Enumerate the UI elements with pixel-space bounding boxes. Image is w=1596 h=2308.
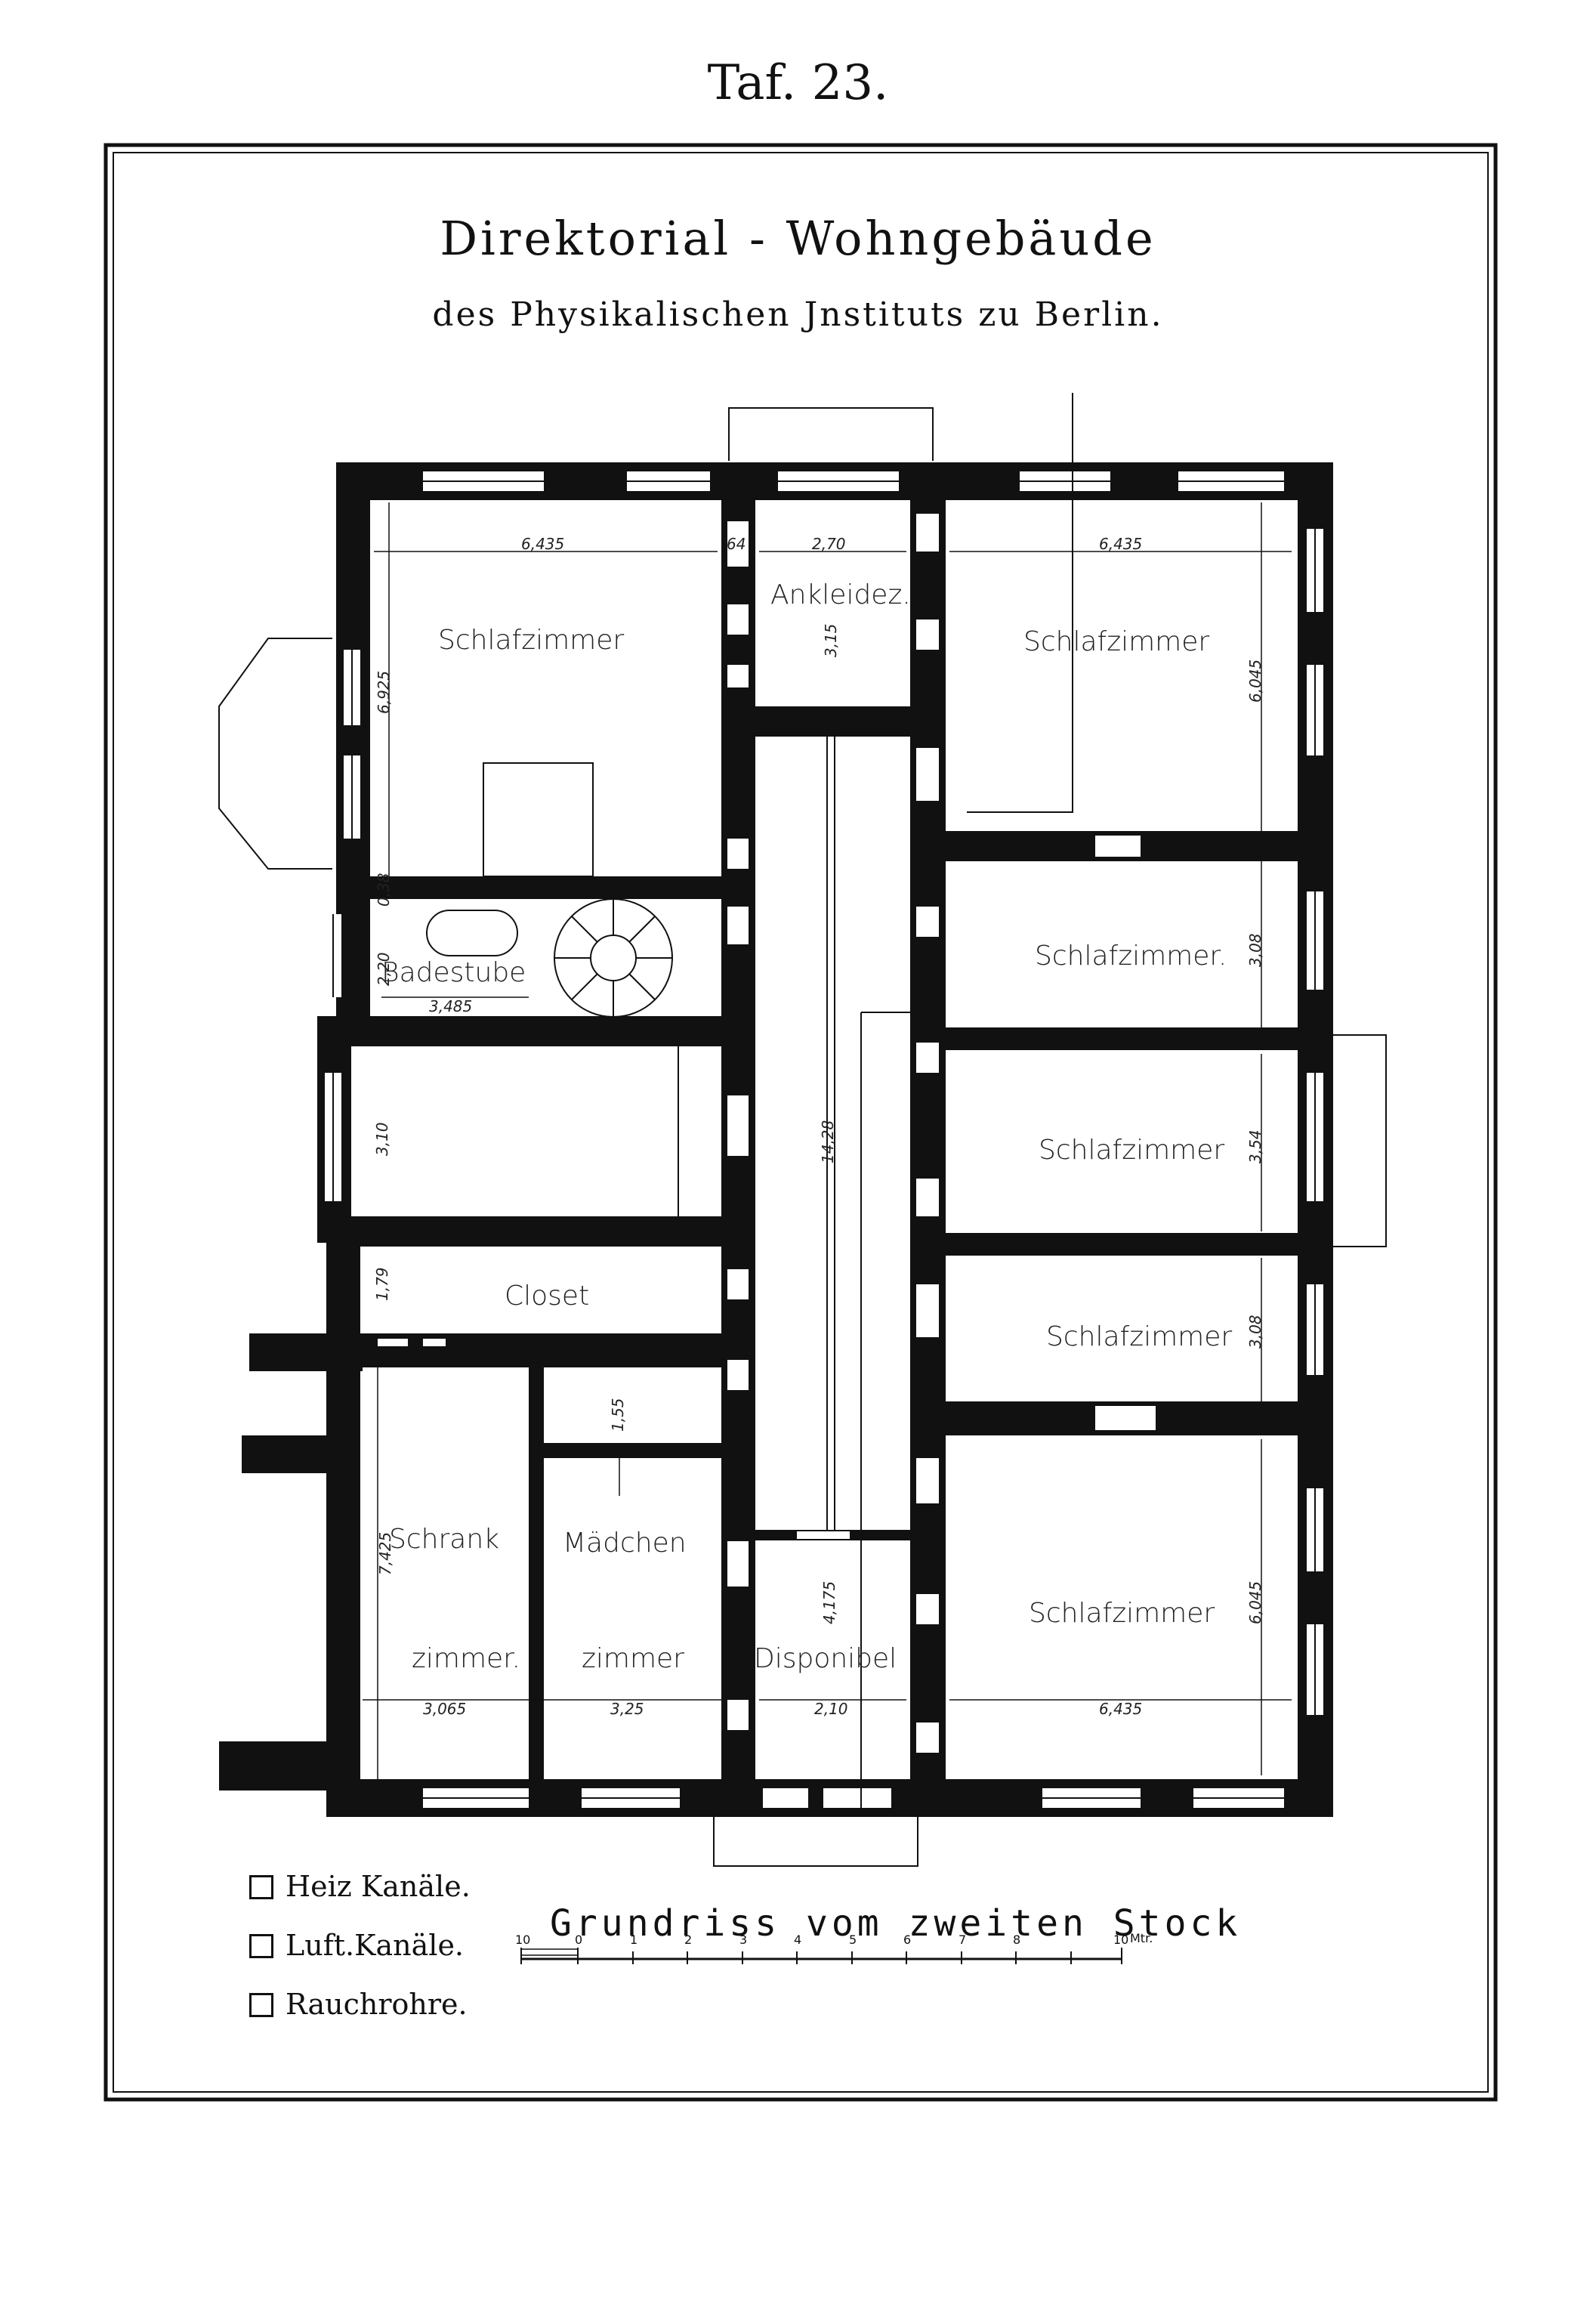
west-stub-1 [249, 1333, 363, 1371]
room-label-schlafzimmer-e3: Schlafzimmer [1046, 1321, 1233, 1352]
ankleidez-south-wall [755, 706, 910, 737]
room-label-schlafzimmer-e1: Schlafzimmer. [1035, 941, 1227, 972]
dim-ankleidez-width: 2,70 [812, 535, 846, 553]
scale-tick-label: 7 [959, 1933, 967, 1947]
west-wall-lower [326, 1239, 360, 1817]
room-label-schlafzimmer-ne: Schlafzimmer [1023, 626, 1210, 657]
legend-label-luft: Luft.Kanäle. [286, 1929, 465, 1962]
west-wall-upper [336, 462, 370, 1037]
room-label-schlafzimmer-e2: Schlafzimmer [1039, 1135, 1225, 1166]
dim-corridor-length: 14,28 [819, 1120, 837, 1163]
dim-disponibel-depth: 4,175 [820, 1580, 838, 1624]
legend-label-heiz: Heiz Kanäle. [286, 1870, 471, 1903]
wall-openings [378, 514, 1156, 1753]
room-label-maedchen-2: zimmer [582, 1643, 684, 1674]
dim-nw-width: 6,435 [521, 535, 565, 553]
schrank-divider [529, 1367, 544, 1779]
north-projection [728, 407, 934, 461]
dim-nw-pier: 64 [727, 535, 746, 553]
east-projection [1329, 1034, 1387, 1247]
room-label-badestube: Badestube [381, 957, 526, 988]
dim-closet-height: 1,79 [373, 1267, 391, 1301]
plate-label: Taf. 23. [707, 55, 889, 111]
dim-bath-width: 3,485 [429, 997, 473, 1015]
dim-disponibel-width: 2,10 [814, 1700, 848, 1718]
room-label-schrank-2: zimmer. [412, 1643, 521, 1674]
room-label-closet: Closet [505, 1281, 590, 1312]
legend-symbol [249, 1875, 273, 1899]
drawing-title: Direktorial - Wohngebäude [440, 211, 1156, 266]
dim-maedchen-passage: 1,55 [609, 1398, 627, 1432]
room-label-schlafzimmer-se: Schlafzimmer [1029, 1598, 1215, 1629]
room-label-ankleidez: Ankleidez. [770, 579, 911, 610]
bath-south-wall [351, 1016, 721, 1046]
scale-tick-label: 1 [630, 1933, 638, 1947]
dim-e1-height: 3,08 [1246, 933, 1264, 967]
east-wall-3 [946, 1233, 1298, 1256]
maedchen-passage-wall [544, 1443, 721, 1458]
room-label-disponibel: Disponibel [754, 1643, 897, 1674]
dim-bath-height: 2,20 [375, 952, 393, 986]
room-label-schlafzimmer-nw: Schlafzimmer [438, 625, 625, 656]
dimension-lines [363, 502, 1292, 1779]
scale-tick-label: 2 [684, 1933, 693, 1947]
corridor-wall-east [910, 462, 946, 1817]
east-wall-2 [946, 1027, 1298, 1050]
dim-ne-width: 6,435 [1099, 535, 1143, 553]
legend-symbol [249, 1934, 273, 1958]
scale-tick-label: 3 [739, 1933, 748, 1947]
dim-ankleidez-depth: 3,15 [822, 623, 840, 657]
south-projection [713, 1798, 918, 1867]
west-stub-2 [242, 1435, 332, 1473]
closet-north-wall [351, 1216, 721, 1247]
drawing-subtitle: des Physikalischen Jnstituts zu Berlin. [432, 295, 1164, 334]
dim-bath-strip: 0,38 [375, 873, 393, 907]
scale-tick-label: 10 [1113, 1933, 1129, 1947]
dim-west-room-height: 3,10 [373, 1122, 391, 1156]
west-bay-window [218, 638, 332, 870]
west-stub-3 [219, 1741, 332, 1790]
dim-e3-height: 3,08 [1246, 1315, 1264, 1349]
outer-frame [103, 143, 1498, 2102]
dim-ne-height: 6,045 [1246, 659, 1264, 703]
interior-lines [426, 393, 1073, 1814]
legend-symbol [249, 1993, 273, 2017]
dim-se-height: 6,045 [1246, 1580, 1264, 1624]
scale-bar-graphic [520, 1948, 1122, 1964]
legend-label-rauch: Rauchrohre. [286, 1988, 468, 2021]
dim-schrank-width: 3,065 [423, 1700, 467, 1718]
dim-maedchen-width: 3,25 [610, 1700, 644, 1718]
closet-south-wall [351, 1333, 721, 1367]
bath-north-wall [351, 876, 721, 899]
windows [325, 471, 1323, 1808]
dim-se-width: 6,435 [1099, 1700, 1143, 1718]
spiral-staircase [554, 898, 673, 1018]
dim-schrank-height: 7,425 [376, 1531, 394, 1575]
scale-tick-label: 10 [515, 1933, 531, 1947]
scale-tick-label: 5 [849, 1933, 857, 1947]
scale-tick-label: 6 [903, 1933, 912, 1947]
room-label-schrank-1: Schrank [389, 1524, 499, 1555]
scale-tick-label: 0 [575, 1933, 583, 1947]
scale-tick-label: 8 [1013, 1933, 1021, 1947]
room-label-maedchen-1: Mädchen [563, 1528, 687, 1559]
scale-tick-label: 4 [794, 1933, 802, 1947]
dim-e2-height: 3,54 [1246, 1129, 1264, 1163]
scale-unit: Mtr. [1130, 1931, 1153, 1945]
inner-frame [113, 152, 1489, 2093]
floor-caption: Grundriss vom zweiten Stock [550, 1902, 1242, 1945]
dim-nw-height: 6,925 [375, 670, 393, 714]
